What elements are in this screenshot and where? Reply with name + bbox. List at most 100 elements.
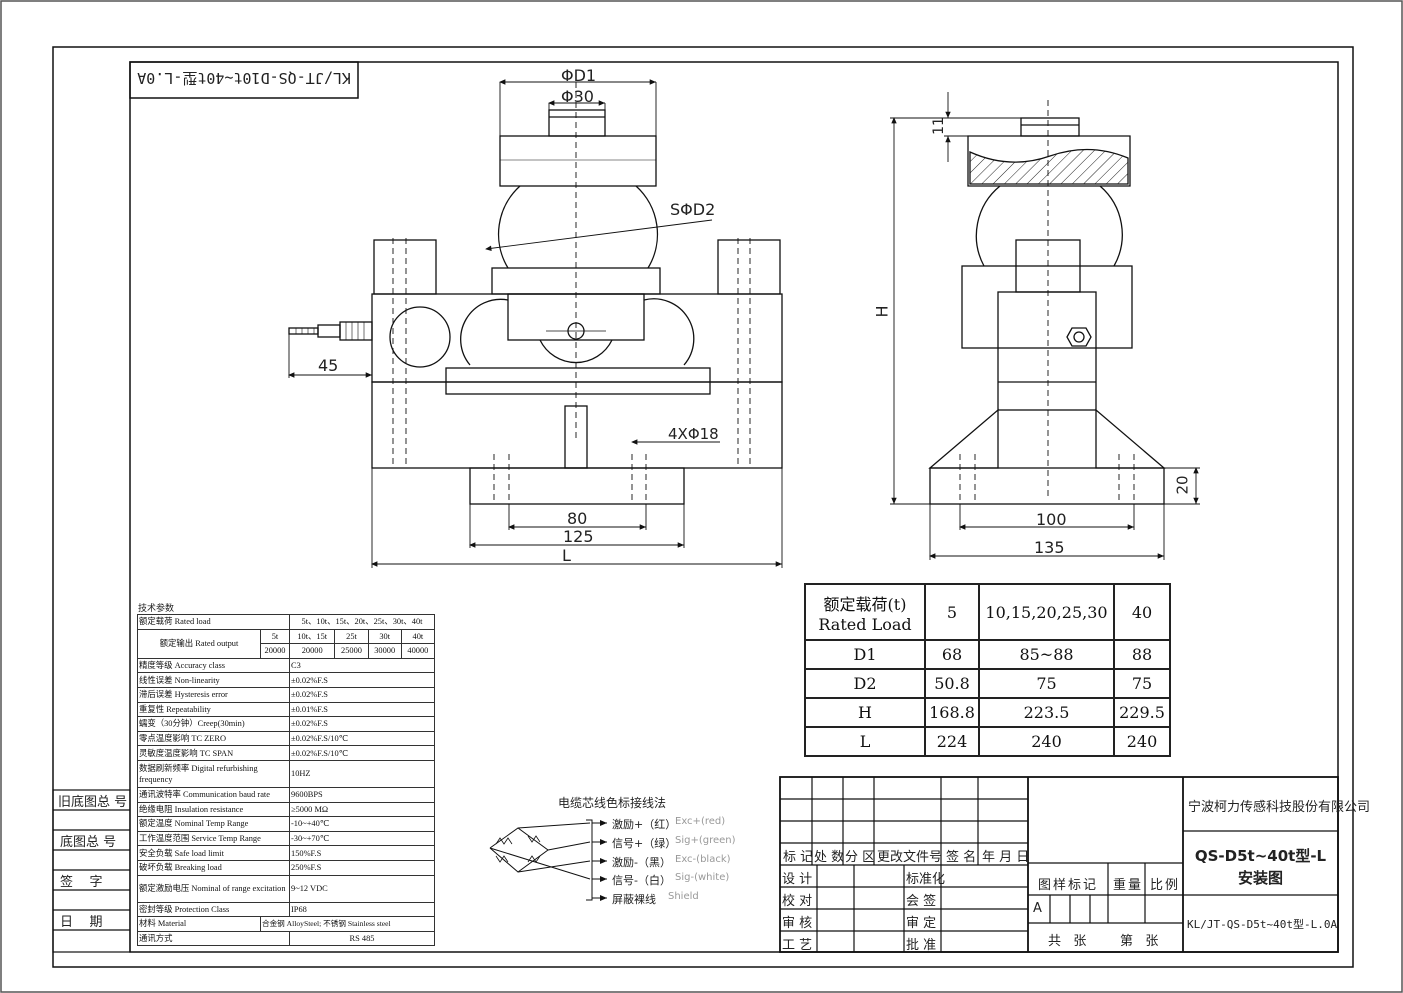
label-drawing-no: 底图总 号 [60,835,117,850]
spec-row-value: 150%F.S [289,845,435,861]
spec-row-label: 密封等级 Protection Class [137,901,290,918]
spec-comm-label: 通讯方式 [137,930,290,947]
spec-row-value: 10HZ [289,759,435,788]
pattern-mark-label: 图样标记 [1038,878,1099,893]
model-name: QS-D5t~40t型-L [1194,847,1327,865]
spec-row-value: ±0.02%F.S [289,716,435,732]
label-date: 日 期 [60,915,103,930]
wiring-line-en: Shield [668,891,699,902]
dim-100: 100 [1036,510,1067,529]
drawing-number: KL/JT-QS-D5t~40t型-L.0A [1187,918,1338,931]
left-label-boxes [52,789,131,953]
mirrored-drawing-number: KL/JT-QS-D10t~40t型-L.0A [137,69,351,87]
rated-load-table: 额定载荷(t) Rated Load 5 10,15,20,25,30 40 D… [804,583,1171,757]
spec-row-label: 线性误差 Non-linearity [137,672,290,688]
load-cell: 75 [978,668,1115,699]
spec-row-value: C3 [289,657,435,674]
spec-row-label: 额定温度 Nominal Temp Range [137,816,290,832]
spec-row-label: 通讯波特率 Communication baud rate [137,786,290,803]
spec-row-value: ±0.02%F.S [289,672,435,688]
spec-rated-load-label: 额定载荷 Rated load [137,614,290,630]
load-table-header: 额定载荷(t) Rated Load [804,583,926,641]
spec-row-label: 滞后误差 Hysteresis error [137,686,290,703]
spec-rated-load-value: 5t、10t、15t、20t、25t、30t、40t [289,614,435,630]
spec-row-value: ±0.02%F.S [289,686,435,703]
role-label: 批 准 [906,938,937,953]
role-label: 会 签 [906,894,937,909]
spec-rated-output-label: 额定输出 Rated output [137,628,261,659]
label-signature: 签 字 [60,875,103,890]
spec-row-value: ≥5000 MΩ [289,801,435,818]
spec-row-label: 零点温度影响 TC ZERO [137,730,290,747]
load-col: 5 [924,583,980,641]
load-table-header-cn: 额定载荷(t) [823,594,907,614]
load-cell: 85~88 [978,639,1115,670]
load-row-name: D2 [804,668,926,699]
wiring-line-cn: 屏蔽裸线 [612,893,656,906]
rev-header: 年 月 日 [982,850,1030,865]
spec-ro-value: 30000 [367,643,402,659]
rev-header: 更改文件号 [877,850,943,865]
wiring-diagram [489,819,607,901]
load-cell: 240 [978,726,1115,757]
spec-row-label: 工作温度范围 Service Temp Range [137,830,290,847]
load-row-name: L [804,726,926,757]
dim-125: 125 [563,527,594,546]
load-cell: 240 [1113,726,1171,757]
wiring-line-cn: 激励-（黑） [612,856,671,869]
spec-row-label: 破坏负载 Breaking load [137,859,290,876]
rev-header: 分 区 [845,850,876,865]
spec-row-value: -30~+70℃ [289,830,435,847]
spec-table: 额定载荷 Rated load 5t、10t、15t、20t、25t、30t、4… [137,614,436,947]
dim-45: 45 [318,356,339,375]
spec-row-value: ±0.02%F.S/10℃ [289,745,435,761]
spec-ro-head: 30t [367,628,402,645]
spec-row-value: ±0.02%F.S/10℃ [289,730,435,747]
spec-material-label: 材料 Material [137,916,261,932]
load-cell: 168.8 [924,697,980,728]
dim-sd2: SΦD2 [670,200,716,219]
role-label: 审 核 [782,916,813,931]
spec-ro-head: 10t、15t [288,628,336,645]
spec-row-value: 9~12 VDC [289,874,435,903]
stage-mark: A [1033,901,1042,916]
dim-11: 11 [930,117,947,135]
load-cell: 50.8 [924,668,980,699]
spec-material-value: 合金钢 AlloySteel; 不锈钢 Stainless steel [260,916,435,932]
load-cell: 88 [1113,639,1171,670]
dim-80: 80 [567,509,588,528]
drawing-type: 安装图 [1237,869,1283,887]
dim-H: H [872,305,892,318]
spec-row-label: 重复性 Repeatability [137,701,290,718]
load-col: 10,15,20,25,30 [978,583,1115,641]
rev-header: 标 记 [783,850,814,865]
weight-label: 重量 [1113,878,1144,893]
spec-row-label: 灵敏度温度影响 TC SPAN [137,745,290,761]
wiring-line-cn: 信号+（绿） [612,837,677,850]
spec-row-label: 额定激励电压 Nominal of range excitation [137,874,290,903]
wiring-line-en: Exc-(black) [675,854,731,865]
company-name: 宁波柯力传感科技股份有限公司 [1188,800,1371,815]
rev-header: 签 名 [946,850,977,865]
spec-ro-head: 5t [260,628,290,645]
spec-row-label: 精度等级 Accuracy class [137,657,290,674]
spec-row-label: 蠕变（30分钟）Creep(30min) [137,716,290,732]
label-old-drawing-no: 旧底图总 号 [58,795,128,810]
spec-row-value: 9600BPS [289,786,435,803]
spec-row-value: ±0.01%F.S [289,701,435,718]
load-cell: 229.5 [1113,697,1171,728]
outer-border [52,46,1354,968]
sheets-total: 共 张 [1048,934,1087,949]
spec-ro-head: 40t [400,628,436,645]
dim-135: 135 [1034,538,1065,557]
title-block-grid [779,776,1339,953]
wiring-line-en: Exc+(red) [675,816,726,827]
spec-row-label: 安全负载 Safe load limit [137,845,290,861]
role-label: 工 艺 [782,938,813,953]
role-label: 设 计 [782,872,813,887]
spec-title: 技术参数 [138,604,175,614]
dim-holes: 4XΦ18 [668,425,719,443]
wiring-line-en: Sig+(green) [675,835,736,846]
wiring-line-cn: 激励+（红） [612,818,677,831]
